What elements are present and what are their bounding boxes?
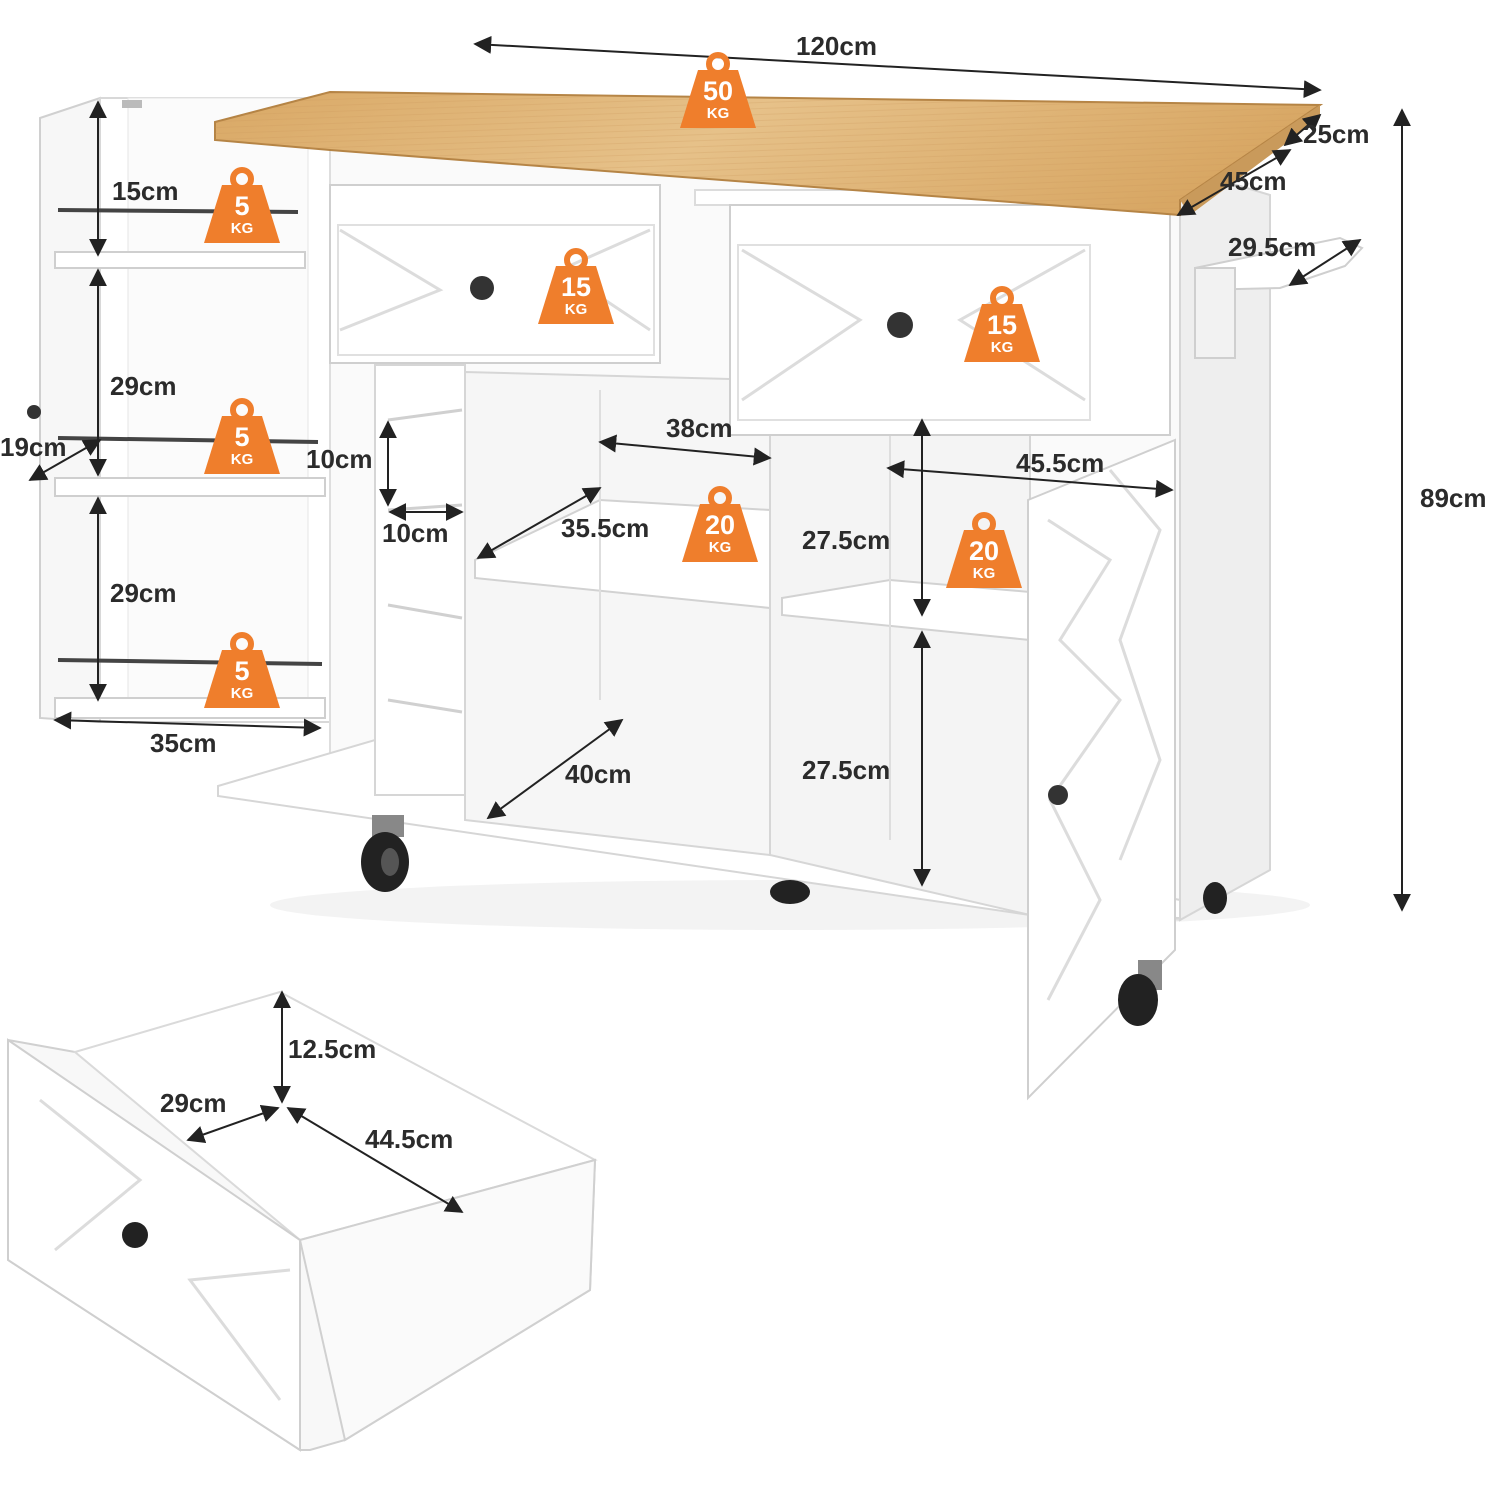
- dim-side-shelf-depth: 19cm: [0, 432, 67, 462]
- weight-icon: [204, 398, 280, 474]
- dim-total-height: 89cm: [1420, 483, 1487, 513]
- dim-side-lower-gap: 29cm: [110, 578, 177, 608]
- dim-drawer-depth: 44.5cm: [365, 1124, 454, 1154]
- weight-unit: KG: [708, 539, 732, 556]
- detached-drawer-knob-icon: [122, 1222, 148, 1248]
- weight-unit: KG: [230, 220, 254, 237]
- weight-value: 20: [704, 510, 736, 540]
- weight-icon: [204, 167, 280, 243]
- weight-icon: [204, 632, 280, 708]
- dim-center-bottom-depth: 40cm: [565, 759, 632, 789]
- weight-badge-drawer-right: 15 KG: [960, 286, 1044, 364]
- weight-value: 15: [986, 310, 1018, 340]
- weight-value: 50: [702, 76, 734, 106]
- dim-wine-cell-height: 10cm: [306, 444, 373, 474]
- weight-icon: [964, 286, 1040, 362]
- cabinet-door: [1027, 438, 1176, 1101]
- weight-unit: KG: [706, 105, 730, 122]
- weight-value: 5: [234, 422, 250, 452]
- dimension-lines: [28, 35, 1411, 1213]
- door-knob-icon: [1048, 785, 1068, 805]
- side-knob-icon: [27, 405, 41, 419]
- dim-right-upper-height: 27.5cm: [802, 525, 891, 555]
- weight-unit: KG: [564, 301, 588, 318]
- drawer-knob-left-icon: [470, 276, 494, 300]
- weight-icon: [682, 486, 758, 562]
- weight-unit: KG: [972, 565, 996, 582]
- caster-wheels: [361, 815, 1227, 1026]
- weight-badge-side-3: 5 KG: [200, 632, 284, 710]
- weight-badge-side-1: 5 KG: [200, 167, 284, 245]
- dim-top-width: 120cm: [796, 31, 877, 61]
- dim-right-cabinet-width: 45.5cm: [1016, 448, 1105, 478]
- weight-icon: [946, 512, 1022, 588]
- weight-icon: [538, 248, 614, 324]
- weight-badge-drawer-left: 15 KG: [534, 248, 618, 326]
- weight-value: 20: [968, 536, 1000, 566]
- dim-top-depth: 45cm: [1220, 166, 1287, 196]
- weight-value: 5: [234, 656, 250, 686]
- dim-center-shelf-depth: 35.5cm: [561, 513, 650, 543]
- dim-side-width: 35cm: [150, 728, 217, 758]
- weight-icon: [680, 52, 756, 128]
- weight-unit: KG: [230, 451, 254, 468]
- dim-leaf-depth: 25cm: [1303, 119, 1370, 149]
- dim-side-upper-gap: 15cm: [112, 176, 179, 206]
- dim-right-lower-height: 27.5cm: [802, 755, 891, 785]
- drawer-knob-right-icon: [887, 312, 913, 338]
- weight-badge-right-shelf: 20 KG: [942, 512, 1026, 590]
- dim-drawer-width: 29cm: [160, 1088, 227, 1118]
- dim-wine-cell-width: 10cm: [382, 518, 449, 548]
- weight-badge-top: 50 KG: [676, 52, 760, 130]
- weight-unit: KG: [990, 339, 1014, 356]
- dim-side-middle-gap: 29cm: [110, 371, 177, 401]
- weight-value: 15: [560, 272, 592, 302]
- side-cabinet: [27, 96, 331, 724]
- weight-value: 5: [234, 191, 250, 221]
- weight-unit: KG: [230, 685, 254, 702]
- dim-drawer-height: 12.5cm: [288, 1034, 377, 1064]
- dim-center-shelf-width: 38cm: [666, 413, 733, 443]
- weight-badge-center-shelf: 20 KG: [678, 486, 762, 564]
- weight-badge-side-2: 5 KG: [200, 398, 284, 476]
- dim-towel-rack: 29.5cm: [1228, 232, 1317, 262]
